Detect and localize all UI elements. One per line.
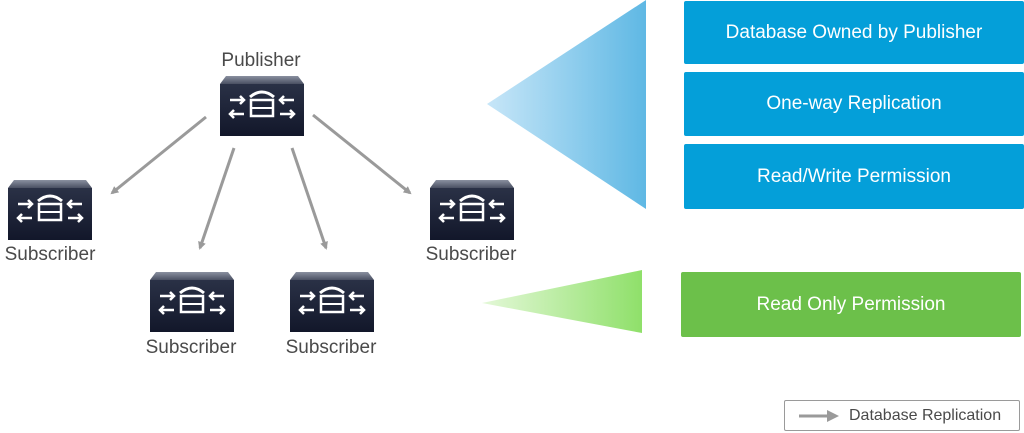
subscriber-right-panel: Read Only Permission [681, 272, 1021, 337]
replication-arrow [290, 147, 328, 250]
publisher-label: Publisher [221, 50, 301, 71]
legend-arrow-icon [799, 409, 839, 422]
replication-arrow [312, 113, 412, 195]
subscriber-label: Subscriber [425, 244, 517, 265]
publisher-right-label: One-way Replication [766, 93, 942, 114]
publisher-right-label: Database Owned by Publisher [725, 21, 983, 43]
subscriber-server-icon [430, 180, 514, 240]
publisher-right-panel: Read/Write Permission [684, 144, 1024, 209]
subscriber-server-icon [150, 272, 234, 332]
publisher-right-label: Read/Write Permission [757, 165, 951, 187]
subscriber-label: Subscriber [4, 244, 96, 265]
subscriber-server-icon [290, 272, 374, 332]
replication-arrow [198, 147, 236, 250]
publisher-server-icon [220, 76, 304, 136]
subscriber-label: Subscriber [145, 337, 237, 358]
replication-arrow [110, 115, 207, 195]
subscriber-scope-cone [482, 270, 642, 333]
subscriber-right-label: Read Only Permission [756, 293, 946, 315]
publisher-right-panel: Database Owned by Publisher [684, 1, 1024, 64]
publisher-scope-cone [487, 0, 646, 209]
subscriber-label: Subscriber [285, 337, 377, 358]
publisher-right-panel: One-way Replication [684, 72, 1024, 136]
legend: Database Replication [784, 400, 1020, 431]
subscriber-server-icon [8, 180, 92, 240]
legend-label: Database Replication [849, 406, 1002, 424]
